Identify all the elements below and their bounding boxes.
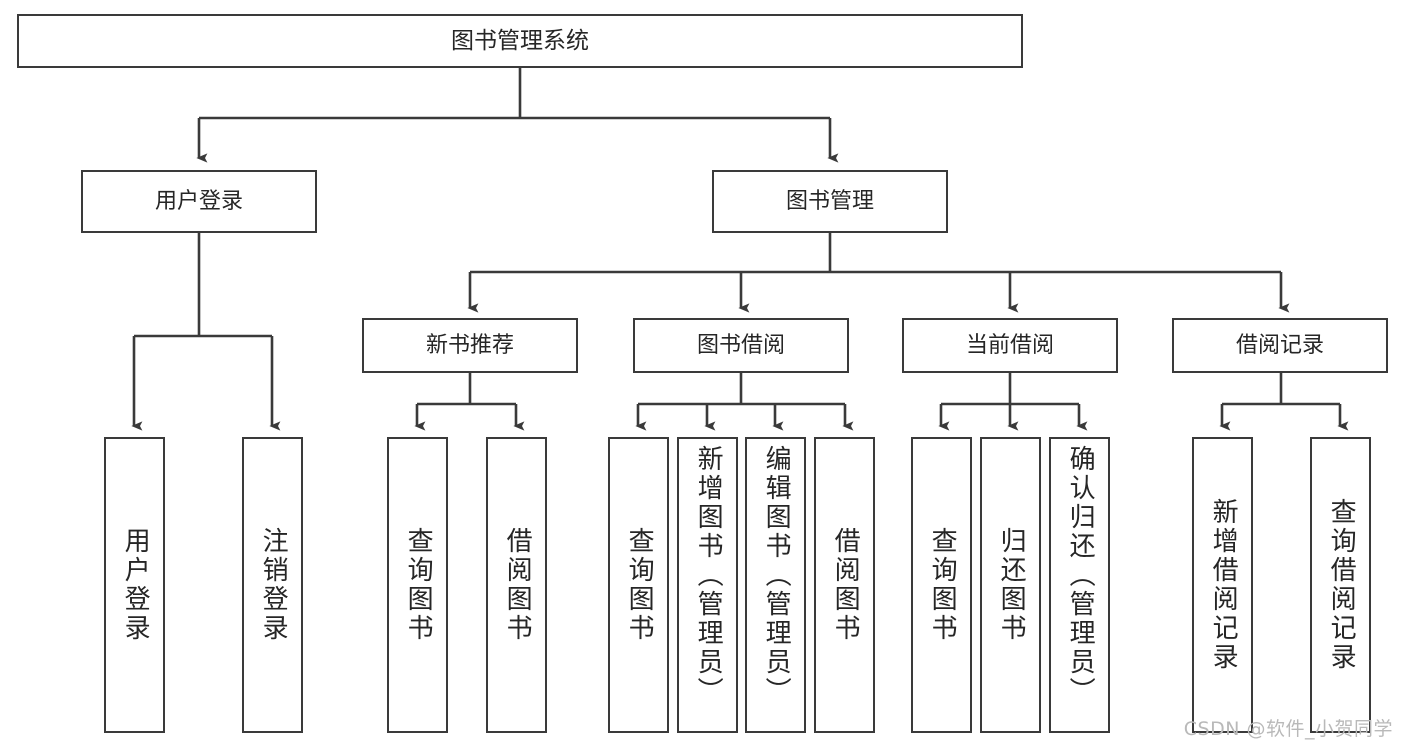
node-current-borrow[interactable]: 当前借阅 — [902, 318, 1118, 373]
node-leaf-return-book[interactable]: 归还图书 — [980, 437, 1041, 733]
node-leaf-borrow-book-1-label: 借阅图书 — [502, 527, 533, 643]
node-leaf-edit-book[interactable]: 编辑图书（管理员） — [745, 437, 806, 733]
node-leaf-logout-label: 注销登录 — [258, 527, 289, 643]
node-borrow-record[interactable]: 借阅记录 — [1172, 318, 1388, 373]
node-leaf-query-book-2[interactable]: 查询图书 — [608, 437, 669, 733]
node-leaf-user-login-label: 用户登录 — [120, 527, 151, 643]
node-leaf-borrow-book-1[interactable]: 借阅图书 — [486, 437, 547, 733]
node-leaf-query-book-1[interactable]: 查询图书 — [387, 437, 448, 733]
node-book-manage-label: 图书管理 — [785, 188, 874, 214]
node-user-login-label: 用户登录 — [154, 188, 243, 214]
node-current-borrow-label: 当前借阅 — [965, 332, 1054, 358]
node-leaf-query-book-3-label: 查询图书 — [927, 527, 958, 643]
node-leaf-edit-book-label: 编辑图书（管理员） — [761, 445, 792, 706]
node-leaf-borrow-book-2-label: 借阅图书 — [830, 527, 861, 643]
csdn-watermark: CSDN @软件_小贺同学 — [1183, 718, 1393, 740]
node-new-book-rec-label: 新书推荐 — [425, 332, 514, 358]
node-new-book-rec[interactable]: 新书推荐 — [362, 318, 578, 373]
node-leaf-return-book-label: 归还图书 — [996, 527, 1027, 643]
node-leaf-add-book-label: 新增图书（管理员） — [693, 445, 724, 706]
node-borrow-record-label: 借阅记录 — [1235, 332, 1324, 358]
node-leaf-query-book-3[interactable]: 查询图书 — [911, 437, 972, 733]
node-book-borrow[interactable]: 图书借阅 — [633, 318, 849, 373]
node-leaf-add-record[interactable]: 新增借阅记录 — [1192, 437, 1253, 733]
node-root[interactable]: 图书管理系统 — [17, 14, 1023, 68]
node-leaf-query-record[interactable]: 查询借阅记录 — [1310, 437, 1371, 733]
node-book-manage[interactable]: 图书管理 — [712, 170, 948, 233]
node-leaf-borrow-book-2[interactable]: 借阅图书 — [814, 437, 875, 733]
node-leaf-user-login[interactable]: 用户登录 — [104, 437, 165, 733]
node-book-borrow-label: 图书借阅 — [696, 332, 785, 358]
node-leaf-query-record-label: 查询借阅记录 — [1326, 498, 1357, 672]
node-leaf-query-book-1-label: 查询图书 — [403, 527, 434, 643]
node-leaf-logout[interactable]: 注销登录 — [242, 437, 303, 733]
node-root-label: 图书管理系统 — [451, 27, 589, 54]
node-leaf-add-record-label: 新增借阅记录 — [1208, 498, 1239, 672]
node-leaf-query-book-2-label: 查询图书 — [624, 527, 655, 643]
node-leaf-confirm-return-label: 确认归还（管理员） — [1065, 445, 1096, 706]
node-user-login[interactable]: 用户登录 — [81, 170, 317, 233]
node-leaf-confirm-return[interactable]: 确认归还（管理员） — [1049, 437, 1110, 733]
node-leaf-add-book[interactable]: 新增图书（管理员） — [677, 437, 738, 733]
